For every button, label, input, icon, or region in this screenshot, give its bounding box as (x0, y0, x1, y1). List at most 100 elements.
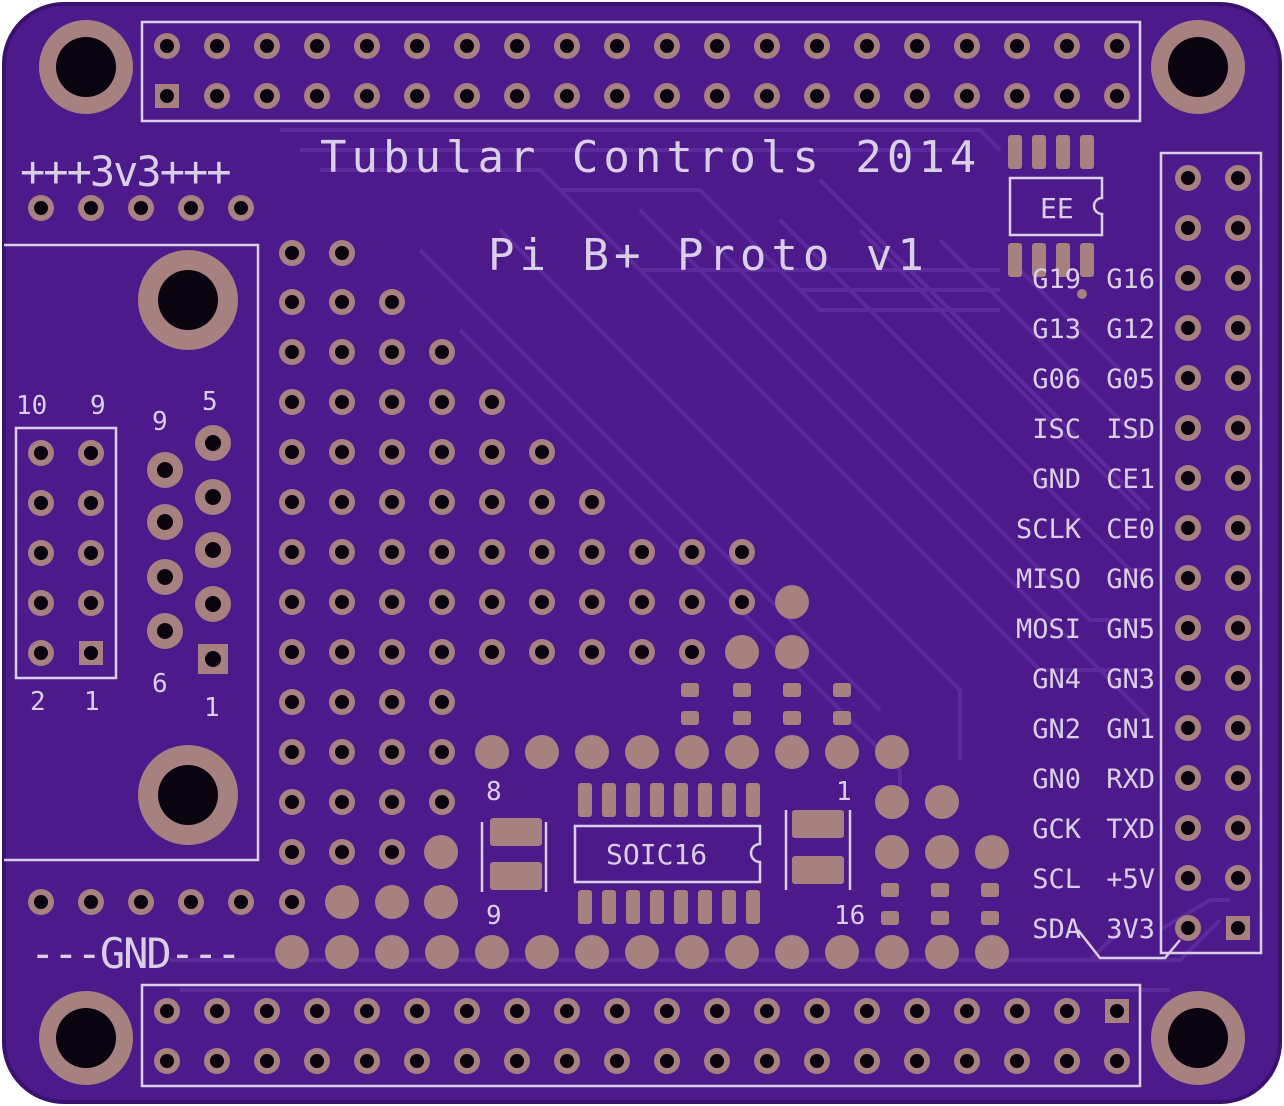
top-header-pad-drill (310, 39, 324, 53)
top-header-pad-drill (460, 89, 474, 103)
db9-pin-pad-drill (157, 462, 173, 478)
proto-pad-drill (435, 645, 449, 659)
bus-pad (925, 835, 959, 869)
right-header-pad-1-drill (1231, 921, 1245, 935)
top-header-pad-drill (360, 39, 374, 53)
pads-layer (28, 33, 1251, 1074)
top-header-pad-drill (510, 89, 524, 103)
right-header-pad-drill (1231, 371, 1245, 385)
bottom-header-pad-drill (210, 1004, 224, 1018)
top-header-pad-drill (660, 39, 674, 53)
bottom-header-pad-drill (610, 1004, 624, 1018)
bus-pad (675, 735, 709, 769)
proto-pad-drill (435, 395, 449, 409)
gpio-label-left: MISO (1016, 564, 1081, 595)
proto-pad-drill (285, 495, 299, 509)
left-header-pad-drill (34, 446, 48, 460)
gpio-label-left: GCK (1032, 814, 1082, 845)
proto-pad-drill (385, 645, 399, 659)
soic-pad (746, 783, 760, 817)
gpio-label-right: ISD (1106, 414, 1155, 445)
resistor-pad (833, 683, 851, 697)
soic-pad (698, 783, 712, 817)
bus-pad (775, 935, 809, 969)
bottom-header-pad-drill (360, 1054, 374, 1068)
bus-pad (625, 935, 659, 969)
bus-pad (525, 935, 559, 969)
left-header-pad-drill (84, 446, 98, 460)
mounting-hole-drill (56, 1008, 116, 1068)
bottom-header-pad-drill (660, 1004, 674, 1018)
eeprom-pad (1080, 243, 1094, 277)
proto-pad-drill (335, 545, 349, 559)
bottom-header-pad-drill (1010, 1004, 1024, 1018)
bus-pad (575, 735, 609, 769)
proto-pad-drill (285, 445, 299, 459)
bottom-header-pad-drill (510, 1054, 524, 1068)
gpio-label-left: GN2 (1032, 714, 1081, 745)
db9-pin-pad-drill (157, 623, 173, 639)
power-rail-pad-drill (34, 201, 48, 215)
top-header-pad-drill (810, 89, 824, 103)
right-header-pad-drill (1181, 571, 1195, 585)
resistor-pad (881, 883, 899, 897)
soic-pad (578, 890, 592, 924)
proto-pad-drill (335, 845, 349, 859)
bottom-header-pad-drill (560, 1054, 574, 1068)
right-header-pad-drill (1231, 621, 1245, 635)
bottom-header-pad-drill (610, 1054, 624, 1068)
bus-pad (575, 935, 609, 969)
proto-solid-pad (725, 635, 759, 669)
top-header-pad-drill (260, 39, 274, 53)
bottom-header-pad-1-drill (1110, 1004, 1124, 1018)
soic-pad (602, 783, 616, 817)
soic-pad (722, 783, 736, 817)
bottom-header-pad-drill (1110, 1054, 1124, 1068)
resistor-pad (881, 911, 899, 925)
eeprom-pad (1056, 135, 1070, 169)
proto-solid-pad (325, 885, 359, 919)
proto-solid-pad (775, 635, 809, 669)
proto-pad-drill (335, 645, 349, 659)
proto-pad-drill (535, 645, 549, 659)
soic-pad (578, 783, 592, 817)
top-header-pad-drill (710, 89, 724, 103)
proto-pad-drill (285, 545, 299, 559)
left-header-label-2: 2 (30, 687, 46, 717)
gpio-label-right: G16 (1106, 264, 1155, 295)
right-header-pad-drill (1231, 771, 1245, 785)
bus-pad (875, 935, 909, 969)
gpio-label-left: SDA (1032, 914, 1081, 945)
gpio-label-right: TXD (1106, 814, 1155, 845)
bus-pad (375, 935, 409, 969)
right-header-pad-drill (1181, 221, 1195, 235)
proto-pad-drill (485, 545, 499, 559)
proto-pad-drill (285, 695, 299, 709)
proto-pad-drill (385, 395, 399, 409)
right-header-pad-drill (1181, 821, 1195, 835)
proto-pad-drill (585, 595, 599, 609)
top-header-pad-drill (410, 89, 424, 103)
proto-pad-drill (635, 545, 649, 559)
bottom-header-pad-drill (960, 1004, 974, 1018)
bus-pad (725, 935, 759, 969)
right-header-pad-drill (1181, 321, 1195, 335)
bottom-header-pad-drill (360, 1004, 374, 1018)
proto-pad-drill (385, 595, 399, 609)
top-header-pad-drill (910, 39, 924, 53)
mounting-hole-drill (56, 37, 116, 97)
gpio-label-left: G06 (1032, 364, 1081, 395)
gpio-label-right: G12 (1106, 314, 1155, 345)
bus-pad (975, 935, 1009, 969)
top-header-pad-drill (460, 39, 474, 53)
right-header-pad-drill (1181, 521, 1195, 535)
gpio-label-left: GN4 (1032, 664, 1081, 695)
proto-pad-drill (285, 395, 299, 409)
proto-pad-drill (435, 795, 449, 809)
proto-pad-drill (335, 345, 349, 359)
proto-pad-drill (535, 495, 549, 509)
mounting-hole-drill (1168, 37, 1228, 97)
resistor-pad (833, 711, 851, 725)
bus-pad (825, 935, 859, 969)
proto-pad-drill (685, 645, 699, 659)
